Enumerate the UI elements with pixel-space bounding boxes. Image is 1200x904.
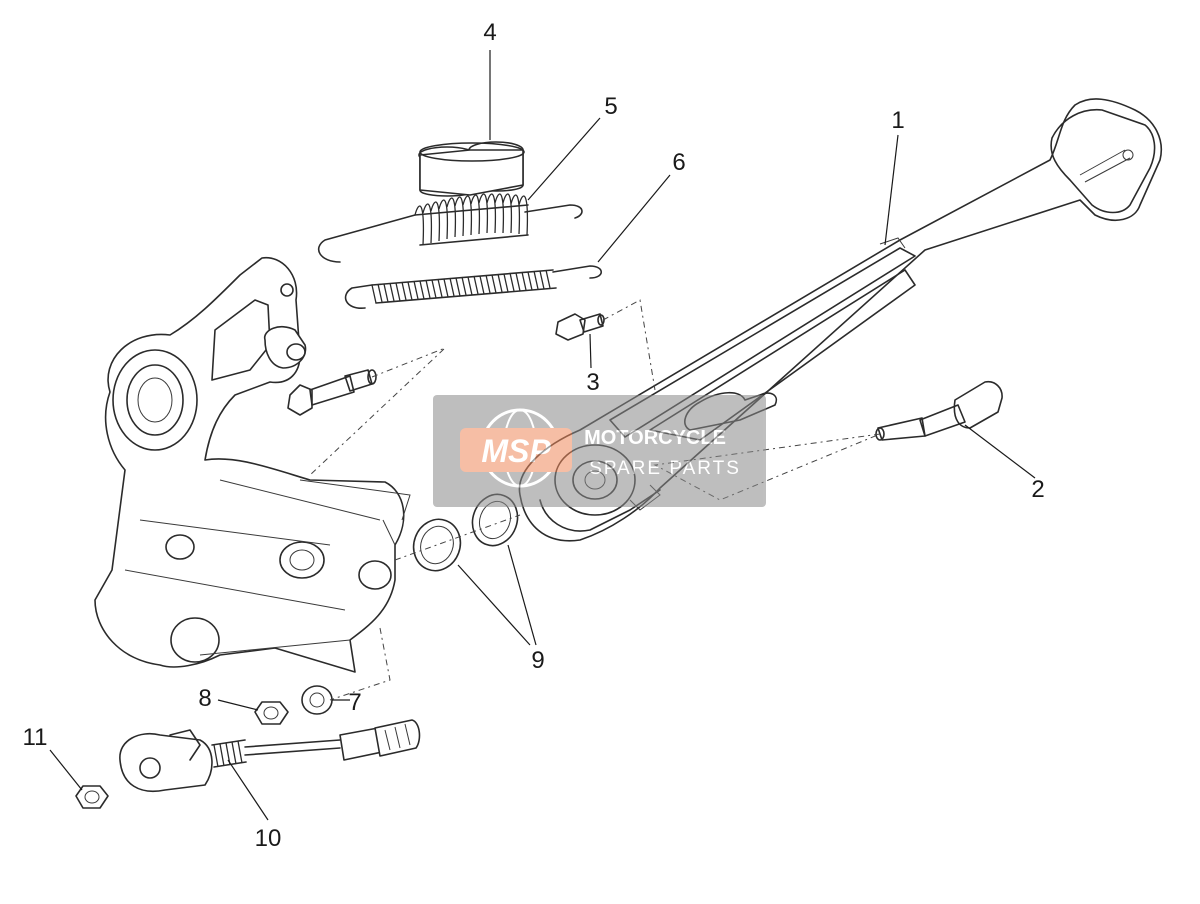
callout-labels: 1 2 3 4 5 6 7 8 9 10 11: [23, 19, 1045, 852]
washer-small: [301, 685, 333, 715]
watermark-logo-box: [460, 428, 572, 472]
bushing: [418, 141, 525, 197]
callout-4: 4: [483, 19, 496, 46]
callout-2: 2: [1031, 476, 1044, 503]
nut-11: [75, 785, 109, 809]
assembly-lines: [309, 299, 881, 701]
callout-3: 3: [586, 369, 599, 396]
callout-6: 6: [672, 149, 685, 176]
spring-short: [317, 193, 583, 263]
nut-8: [254, 701, 289, 725]
pivot-bolt: [875, 380, 1003, 441]
watermark-box: [433, 395, 766, 507]
callout-8: 8: [198, 685, 211, 712]
mounting-bracket: [94, 257, 411, 673]
callout-7: 7: [348, 689, 361, 716]
watermark-line1: MOTORCYCLE: [584, 427, 726, 449]
side-stand-sensor: [119, 719, 421, 792]
callout-9: 9: [531, 647, 544, 674]
stand-pin: [287, 369, 377, 416]
watermark-line2: SPARE PARTS: [589, 458, 741, 479]
watermark-logo-text: MSP: [481, 433, 551, 469]
leader-lines: [49, 50, 1036, 821]
callout-5: 5: [604, 93, 617, 120]
callout-11: 11: [23, 724, 48, 751]
callout-1: 1: [891, 107, 904, 134]
stop-bolt: [555, 313, 605, 341]
callout-10: 10: [255, 825, 282, 852]
watermark: MSP MOTORCYCLE SPARE PARTS: [433, 395, 766, 507]
spring-long: [344, 265, 603, 309]
